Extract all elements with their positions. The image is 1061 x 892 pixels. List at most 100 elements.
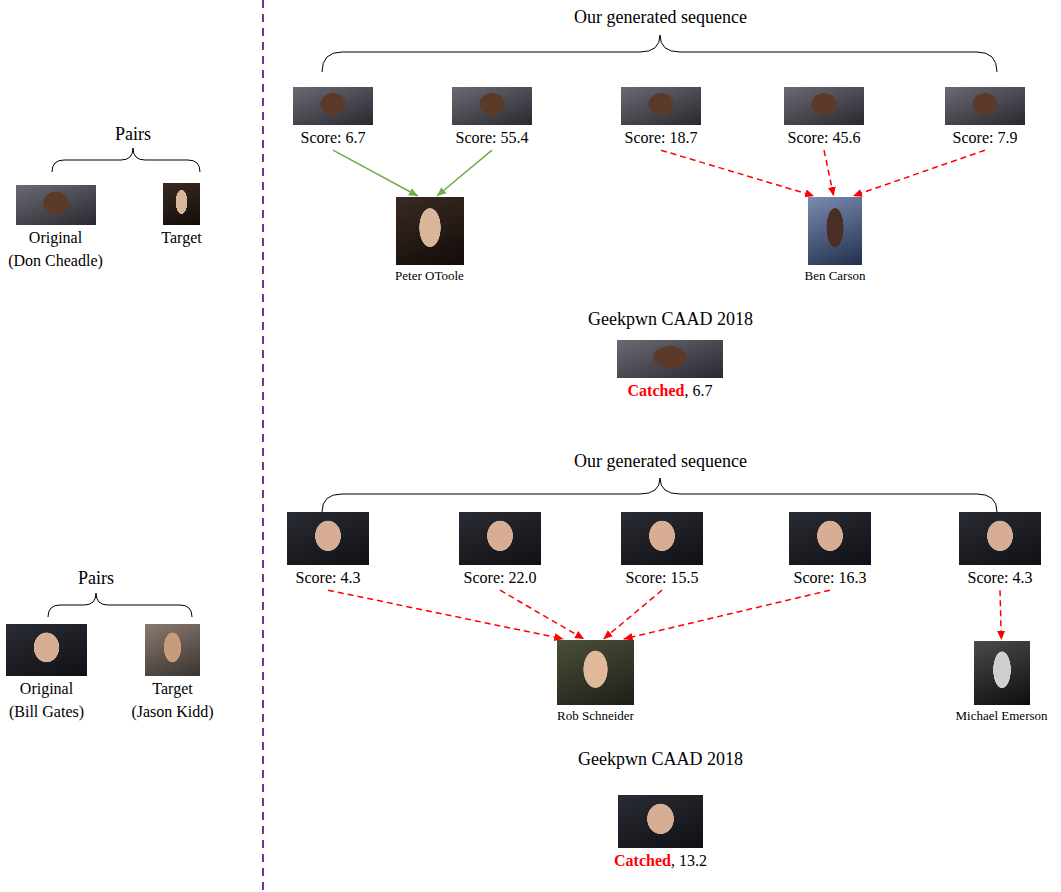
photo-node: Score: 15.5 — [621, 512, 703, 587]
photo-node: Target — [161, 183, 202, 247]
face-photo — [945, 87, 1025, 125]
face-photo — [145, 624, 200, 676]
bracket — [322, 35, 997, 72]
caption-group: Score: 55.4 — [452, 128, 532, 147]
photo-node: Score: 4.3 — [959, 512, 1041, 587]
face-photo — [621, 87, 701, 125]
face-photo — [6, 624, 87, 676]
connector-arrow — [624, 590, 830, 639]
caption-text: Score: 4.3 — [959, 568, 1041, 587]
section-label: Our generated sequence — [574, 7, 747, 29]
photo-node: Original (Bill Gates) — [6, 624, 87, 721]
face-photo — [784, 87, 864, 125]
connector-arrow — [437, 150, 492, 196]
caption-text: Original — [8, 228, 103, 247]
caption-text: Score: 16.3 — [789, 568, 871, 587]
caption-text: Score: 55.4 — [452, 128, 532, 147]
face-photo — [287, 512, 369, 565]
photo-node: Score: 55.4 — [452, 87, 532, 147]
caption-group: Score: 4.3 — [959, 568, 1041, 587]
caption-group: Score: 22.0 — [459, 568, 541, 587]
photo-node: Michael Emerson — [955, 641, 1048, 724]
face-photo — [396, 197, 464, 265]
connector-arrow — [1000, 590, 1001, 640]
caption-text: Target — [131, 679, 214, 698]
caption-group: Michael Emerson — [955, 708, 1048, 724]
caption-text: Score: 45.6 — [784, 128, 864, 147]
connector-arrow — [661, 150, 814, 196]
caption-group: Score: 7.9 — [945, 128, 1025, 147]
photo-node: Score: 7.9 — [945, 87, 1025, 147]
photo-node: Ben Carson — [804, 197, 866, 284]
face-photo — [959, 512, 1041, 565]
status-word: Catched — [614, 852, 671, 869]
caption-text: Peter OToole — [395, 268, 464, 284]
face-photo — [16, 185, 96, 225]
status-word: Catched — [628, 382, 685, 399]
divider-line — [262, 0, 264, 892]
section-label: Pairs — [115, 124, 151, 146]
caption-text: Score: 18.7 — [621, 128, 701, 147]
caption-group: Score: 15.5 — [621, 568, 703, 587]
face-photo — [459, 512, 541, 565]
connector-arrow — [500, 590, 584, 639]
photo-node: Score: 16.3 — [789, 512, 871, 587]
face-photo — [452, 87, 532, 125]
face-photo — [974, 641, 1030, 705]
caption-group: Original (Bill Gates) — [6, 679, 87, 721]
photo-node: Catched, 6.7 — [617, 340, 723, 400]
face-photo — [789, 512, 871, 565]
face-photo — [618, 795, 703, 848]
section-label: Our generated sequence — [574, 451, 747, 473]
face-photo — [163, 183, 200, 225]
caption-group: Peter OToole — [395, 268, 464, 284]
face-photo — [557, 640, 634, 705]
caption-text: , 13.2 — [671, 852, 707, 869]
photo-node: Score: 6.7 — [293, 87, 373, 147]
photo-node: Peter OToole — [395, 197, 464, 284]
caption-text: Michael Emerson — [955, 708, 1048, 724]
photo-node: Catched, 13.2 — [614, 795, 707, 870]
caption-text: Original — [6, 679, 87, 698]
bracket — [48, 593, 192, 617]
face-photo — [621, 512, 703, 565]
photo-node: Score: 22.0 — [459, 512, 541, 587]
connector-arrow — [328, 590, 563, 639]
caption-text: Rob Schneider — [557, 708, 634, 724]
caption-group: Original (Don Cheadle) — [8, 228, 103, 270]
caption-text: , 6.7 — [684, 382, 712, 399]
photo-node: Target (Jason Kidd) — [131, 624, 214, 721]
caption-group: Score: 45.6 — [784, 128, 864, 147]
connector-arrow — [824, 150, 834, 196]
photo-node: Original (Don Cheadle) — [8, 185, 103, 270]
connector-arrow — [333, 150, 418, 196]
photo-node: Score: 45.6 — [784, 87, 864, 147]
caption-text: (Bill Gates) — [6, 702, 87, 721]
section-label: Geekpwn CAAD 2018 — [588, 309, 753, 331]
face-photo — [617, 340, 723, 378]
caption-group: Catched, 13.2 — [614, 851, 707, 870]
caption-group: Target (Jason Kidd) — [131, 679, 214, 721]
caption-text: Ben Carson — [804, 268, 866, 284]
caption-group: Ben Carson — [804, 268, 866, 284]
caption-text: (Don Cheadle) — [8, 251, 103, 270]
caption-group: Rob Schneider — [557, 708, 634, 724]
caption-group: Score: 16.3 — [789, 568, 871, 587]
face-photo — [808, 197, 862, 265]
caption-text: Target — [161, 228, 202, 247]
bracket — [322, 478, 997, 512]
section-label: Pairs — [78, 568, 114, 590]
caption-group: Score: 18.7 — [621, 128, 701, 147]
caption-group: Score: 4.3 — [287, 568, 369, 587]
caption-text: Score: 4.3 — [287, 568, 369, 587]
caption-group: Target — [161, 228, 202, 247]
caption-text: Score: 15.5 — [621, 568, 703, 587]
caption-text: Score: 6.7 — [293, 128, 373, 147]
caption-text: (Jason Kidd) — [131, 702, 214, 721]
caption-text: Score: 7.9 — [945, 128, 1025, 147]
caption-group: Catched, 6.7 — [617, 381, 723, 400]
caption-group: Score: 6.7 — [293, 128, 373, 147]
